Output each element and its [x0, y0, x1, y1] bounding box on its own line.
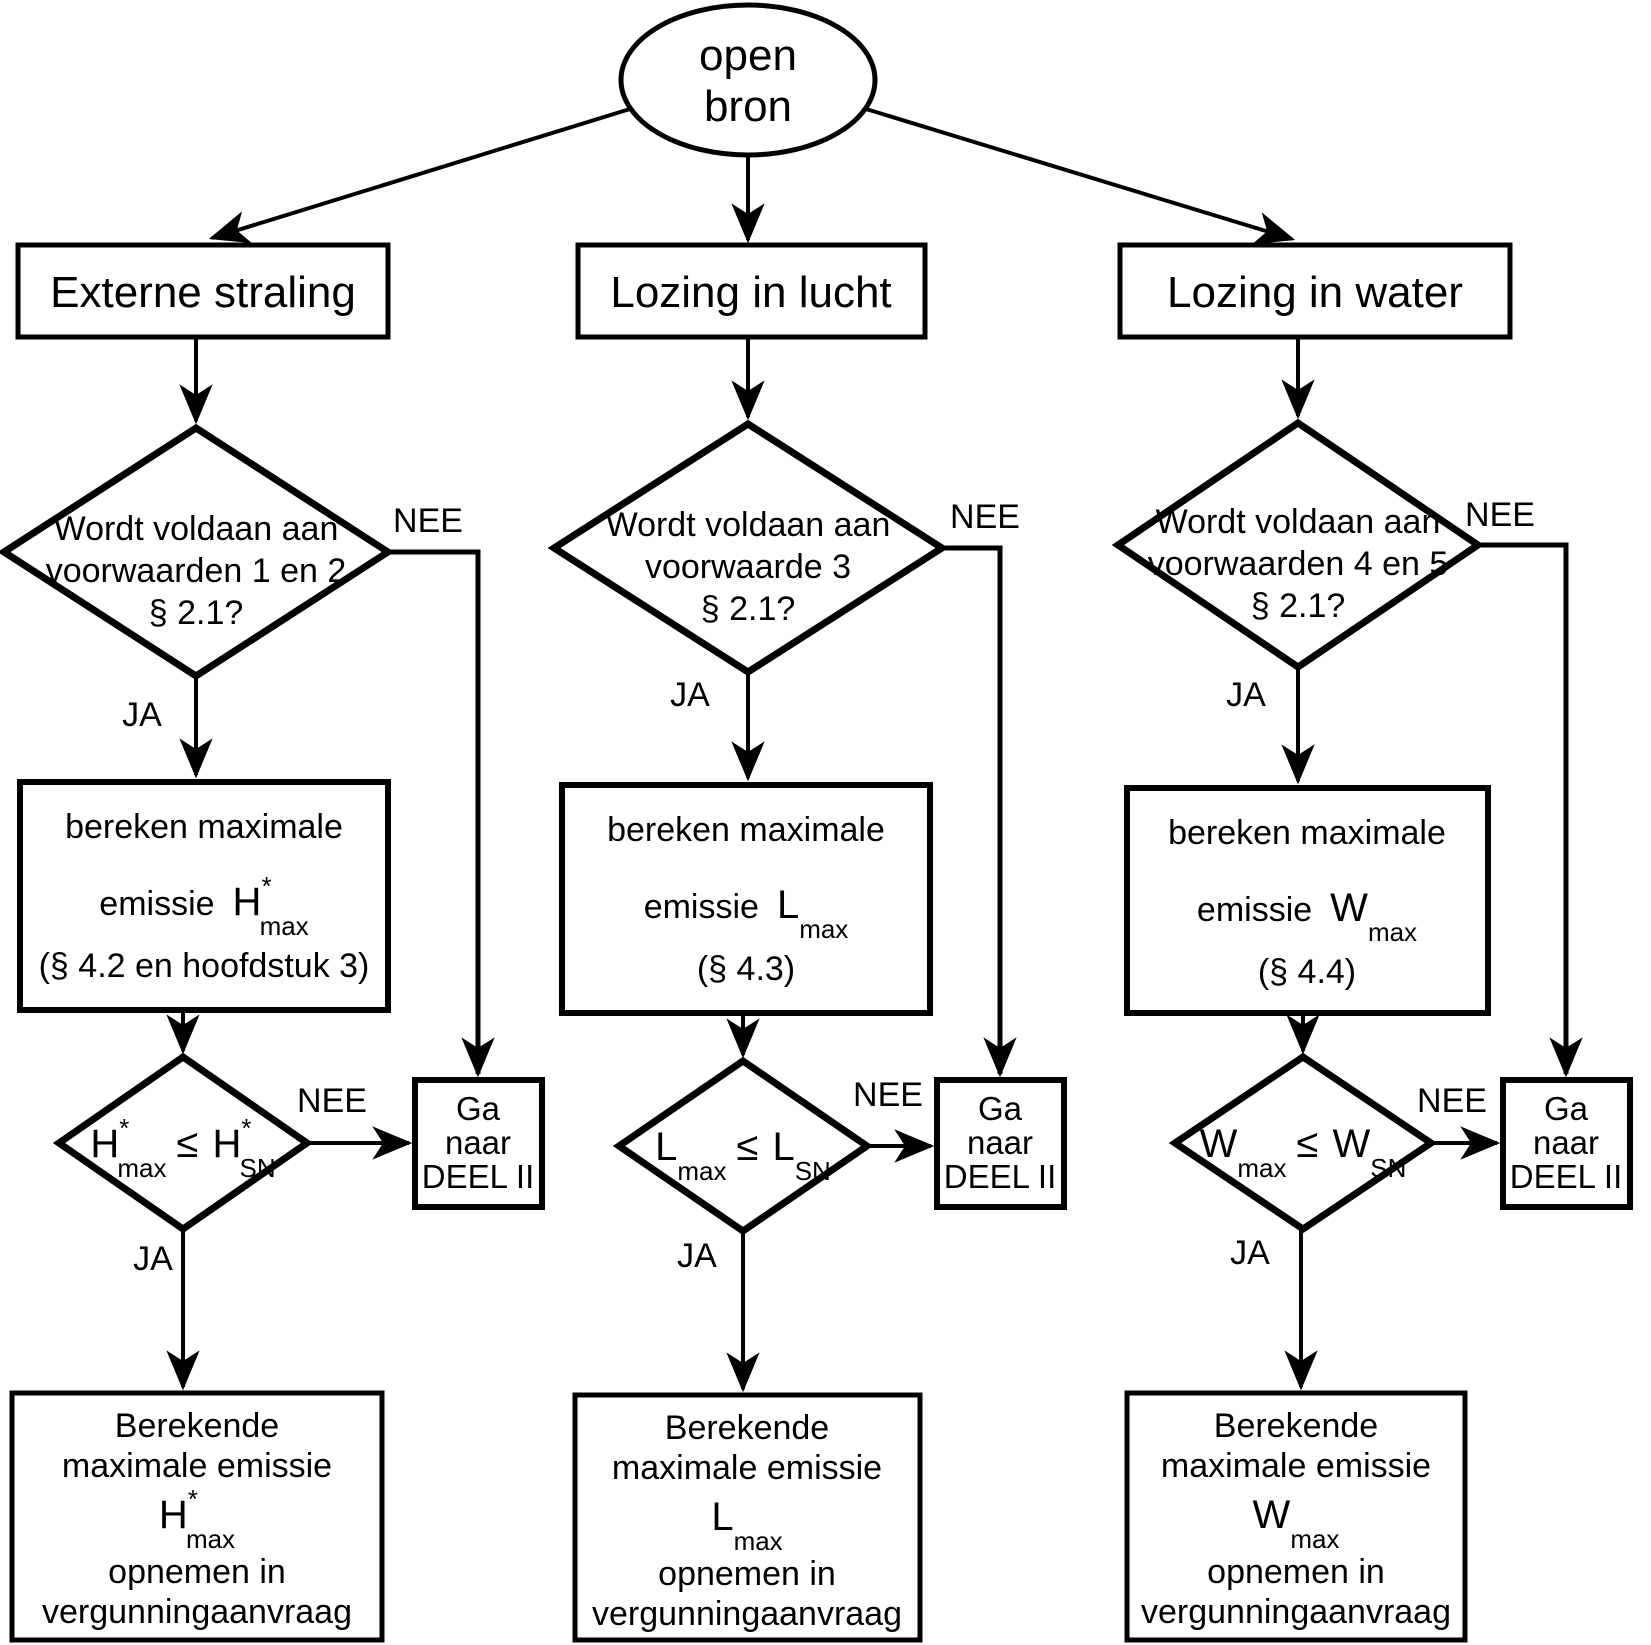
goto-line2: naar: [445, 1124, 511, 1161]
decision1-no-label: NEE: [1465, 496, 1535, 534]
decision1-line1: Wordt voldaan aan: [606, 506, 891, 544]
arrow-decision1-no-to-goto: [388, 549, 495, 1078]
header-label: Lozing in lucht: [610, 268, 891, 317]
decision2-formula: Lmax≤LSN: [655, 1125, 831, 1186]
decision2-yes-label: JA: [133, 1240, 173, 1278]
calc-ref: (§ 4.2 en hoofdstuk 3): [39, 947, 370, 985]
result-box: [1124, 1390, 1468, 1643]
decision2-yes-label: JA: [1230, 1234, 1270, 1272]
goto-line3: DEEL II: [1510, 1158, 1623, 1195]
decision1-yes-label: JA: [670, 676, 710, 714]
column-lozing-in-lucht: Lozing in lucht Wordt voldaan aan voorwa…: [547, 242, 1067, 1643]
result-line4: vergunningaanvraag: [592, 1595, 902, 1633]
header-box: [15, 242, 391, 340]
result-line2: maximale emissie: [1161, 1447, 1431, 1485]
header-label: Externe straling: [50, 268, 356, 317]
goto-line3: DEEL II: [944, 1158, 1057, 1195]
arrow-start-to-water: [865, 107, 1296, 245]
arrow-decision1-no-to-goto: [942, 545, 1017, 1078]
header-box: [1117, 242, 1513, 340]
calc-line1: bereken maximale: [1168, 814, 1446, 852]
decision1-line3: § 2.1?: [701, 590, 796, 628]
result-line2: maximale emissie: [62, 1447, 332, 1485]
decision2-no-label: NEE: [1417, 1082, 1487, 1120]
arrow-decision1-no-to-goto: [1478, 542, 1583, 1078]
goto-line1: Ga: [978, 1090, 1023, 1127]
result-formula: H*max: [159, 1484, 235, 1554]
goto-box: [934, 1077, 1067, 1210]
goto-line2: naar: [967, 1124, 1033, 1161]
result-line3: opnemen in: [108, 1553, 286, 1591]
decision1-no-label: NEE: [950, 498, 1020, 536]
result-line4: vergunningaanvraag: [1141, 1593, 1451, 1631]
result-box: [572, 1392, 923, 1643]
result-formula: Wmax: [1253, 1493, 1340, 1554]
result-line1: Berekende: [115, 1407, 279, 1445]
result-line2: maximale emissie: [612, 1449, 882, 1487]
result-box: [9, 1390, 385, 1643]
goto-line1: Ga: [1544, 1090, 1589, 1127]
header-box: [575, 242, 928, 340]
column-externe-straling: Externe straling Wordt voldaan aan voorw…: [0, 242, 545, 1643]
result-formula: Lmax: [711, 1495, 782, 1556]
decision2-yes-label: JA: [677, 1237, 717, 1275]
decision2-formula: H*max≤H*SN: [90, 1113, 275, 1183]
decision2-no-label: NEE: [297, 1082, 367, 1120]
start-oval: [618, 2, 878, 158]
calc-ref: (§ 4.3): [697, 950, 795, 988]
column-lozing-in-water: Lozing in water Wordt voldaan aan voorwa…: [1111, 242, 1633, 1643]
goto-line3: DEEL II: [422, 1158, 535, 1195]
decision1-line3: § 2.1?: [1251, 587, 1346, 625]
header-label: Lozing in water: [1167, 268, 1463, 317]
arrow-start-to-externe: [208, 107, 631, 244]
result-line1: Berekende: [665, 1409, 829, 1447]
start-label-line1: open: [699, 31, 797, 80]
result-line3: opnemen in: [1207, 1553, 1385, 1591]
decision1-line2: voorwaarden 1 en 2: [46, 552, 347, 590]
result-line1: Berekende: [1214, 1407, 1378, 1445]
calc-box: [17, 779, 391, 1013]
goto-box: [1500, 1077, 1633, 1210]
calc-box: [1124, 785, 1491, 1016]
goto-line1: Ga: [456, 1090, 501, 1127]
calc-box: [559, 782, 933, 1016]
goto-box: [412, 1077, 545, 1210]
decision1-yes-label: JA: [1226, 676, 1266, 714]
decision1-no-label: NEE: [393, 502, 463, 540]
decision2-formula: Wmax≤WSN: [1200, 1122, 1407, 1183]
calc-ref: (§ 4.4): [1258, 953, 1356, 991]
result-line4: vergunningaanvraag: [42, 1593, 352, 1631]
decision1-line1: Wordt voldaan aan: [54, 510, 339, 548]
start-label-line2: bron: [704, 82, 792, 131]
result-line3: opnemen in: [658, 1555, 836, 1593]
goto-line2: naar: [1533, 1124, 1599, 1161]
decision1-line3: § 2.1?: [149, 594, 244, 632]
decision2-no-label: NEE: [853, 1076, 923, 1114]
calc-line1: bereken maximale: [607, 811, 885, 849]
calc-line1: bereken maximale: [65, 808, 343, 846]
decision1-line1: Wordt voldaan aan: [1156, 503, 1441, 541]
decision1-line2: voorwaarden 4 en 5: [1148, 545, 1449, 583]
decision1-line2: voorwaarde 3: [645, 548, 851, 586]
decision1-yes-label: JA: [122, 696, 162, 734]
